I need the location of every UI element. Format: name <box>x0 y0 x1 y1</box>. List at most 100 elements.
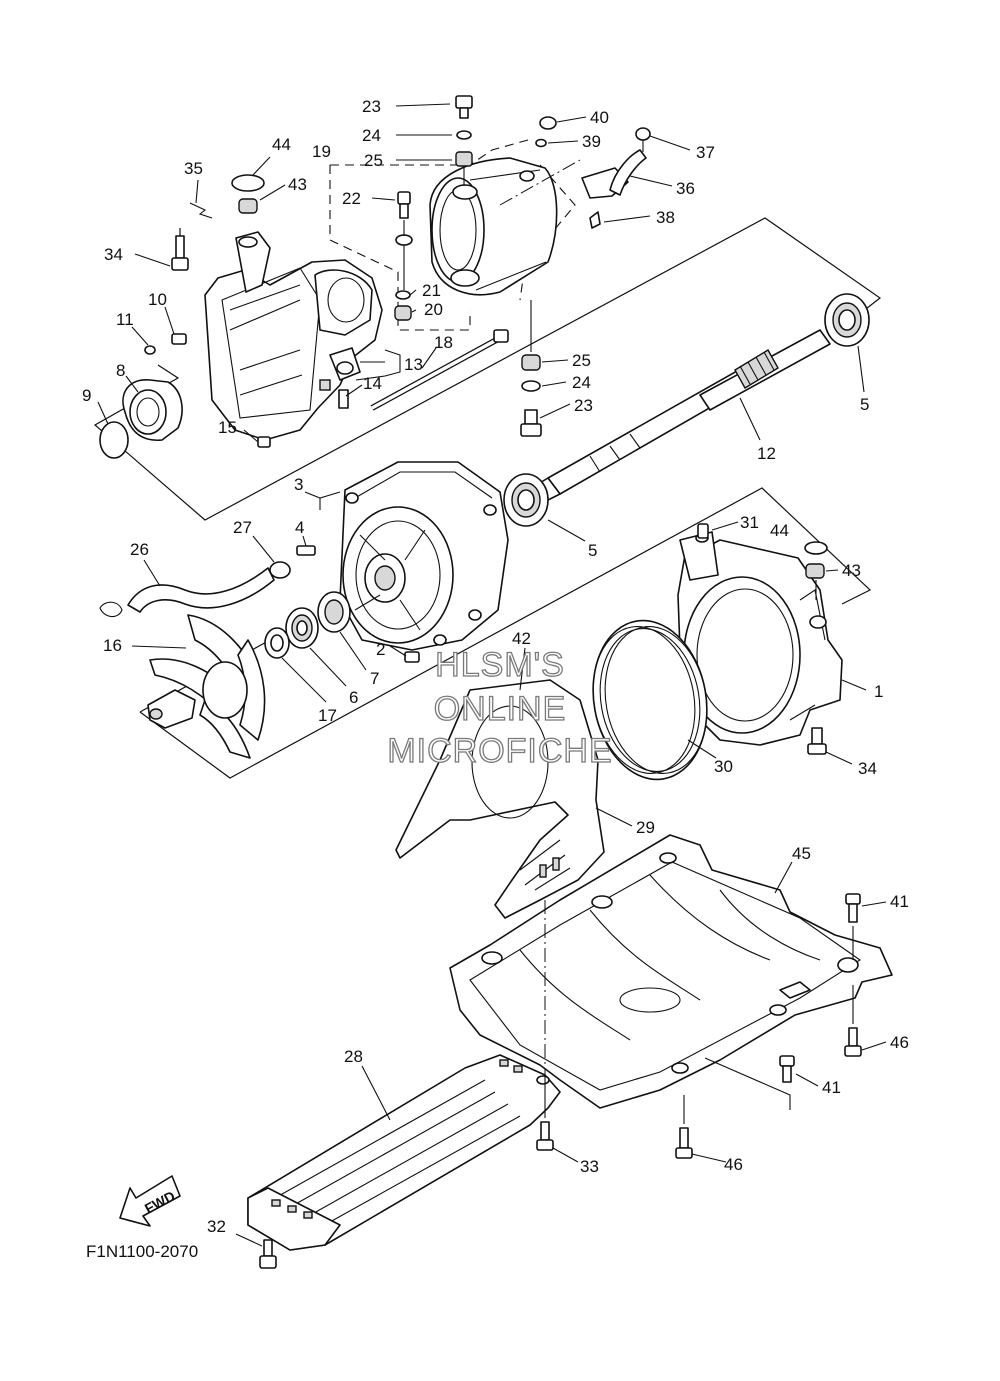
plate-29 <box>395 679 605 919</box>
bolt-41-mid <box>779 1055 795 1083</box>
callout-27: 27 <box>233 518 252 537</box>
group-19-dashed-box <box>329 165 471 331</box>
bolt-34-upper <box>175 235 185 259</box>
callout-5-lower: 5 <box>588 541 597 560</box>
cover-8 <box>122 379 183 441</box>
callout-45: 45 <box>792 844 811 863</box>
callout-6: 6 <box>349 688 358 707</box>
steering-nozzle <box>429 157 581 296</box>
callout-17: 17 <box>318 706 337 725</box>
bearing-5-lower <box>503 473 549 527</box>
watermark-line-1: HLSM'S <box>435 646 565 684</box>
callout-46-mid: 46 <box>724 1155 743 1174</box>
callout-10: 10 <box>148 290 167 309</box>
callout-25-lower: 25 <box>572 351 591 370</box>
ride-plate-45 <box>449 834 893 1109</box>
callout-25-upper: 25 <box>364 151 383 170</box>
callout-35: 35 <box>184 159 203 178</box>
fwd-arrow-icon: FWD <box>119 1175 181 1227</box>
callout-39: 39 <box>582 132 601 151</box>
callout-16: 16 <box>103 636 122 655</box>
pin-15 <box>257 436 271 448</box>
bolt-10 <box>171 333 187 345</box>
callout-21: 21 <box>422 281 441 300</box>
bolt-46-mid <box>675 1095 693 1159</box>
bolt-38 <box>589 211 601 229</box>
clamp-27 <box>269 561 291 579</box>
through-bolt-18 <box>370 329 509 411</box>
o-ring-9 <box>99 421 129 459</box>
callout-22: 22 <box>342 189 361 208</box>
middle-assembly-frame <box>139 487 872 779</box>
impeller-housing-3 <box>339 461 509 651</box>
bolt-4 <box>296 545 316 556</box>
callout-11: 11 <box>116 310 134 329</box>
callout-32: 32 <box>207 1217 226 1236</box>
washer-39 <box>535 138 547 148</box>
callout-34-lower: 34 <box>858 759 877 778</box>
bolt-41-right <box>845 893 861 960</box>
callout-40: 40 <box>590 108 609 127</box>
seal-44 <box>231 174 265 192</box>
callout-46-right: 46 <box>890 1033 909 1052</box>
callout-1: 1 <box>874 682 883 701</box>
leader-lines <box>97 103 887 1247</box>
callout-5-upper: 5 <box>860 395 869 414</box>
bolt-46-right <box>844 985 862 1057</box>
cap-nut-37 <box>635 127 651 141</box>
callout-13: 13 <box>404 355 423 374</box>
callout-38: 38 <box>656 208 675 227</box>
callout-3: 3 <box>294 475 303 494</box>
callout-42: 42 <box>512 629 531 648</box>
bolt-41-mid-lead <box>704 1057 791 1110</box>
callout-44-lower: 44 <box>770 521 789 540</box>
washer-11 <box>144 345 156 355</box>
callout-44-upper: 44 <box>272 135 291 154</box>
bolt-34-lower <box>811 727 823 745</box>
watermark-line-3: MICROFICHE <box>387 732 612 770</box>
callout-28: 28 <box>344 1047 363 1066</box>
callout-36: 36 <box>676 179 695 198</box>
callout-labels: 1 2 3 4 5 5 6 7 8 9 10 11 12 13 14 15 16… <box>82 97 909 1236</box>
callout-4: 4 <box>295 518 304 537</box>
callout-15: 15 <box>218 418 237 437</box>
callout-14: 14 <box>363 374 382 393</box>
clip-hose <box>99 601 123 618</box>
bearing-5-upper <box>824 293 870 347</box>
clip-35 <box>189 202 213 219</box>
arm-link <box>609 149 647 196</box>
group-19-dashed-box-top <box>330 139 529 166</box>
callout-43-lower: 43 <box>842 561 861 580</box>
callout-23-lower: 23 <box>574 396 593 415</box>
nut-40 <box>539 116 557 130</box>
callout-19: 19 <box>312 142 331 161</box>
callout-29: 29 <box>636 818 655 837</box>
intake-duct-1 <box>677 523 843 746</box>
nut-43-lower <box>805 563 825 579</box>
bolt-32 <box>259 1239 277 1269</box>
callout-30: 30 <box>714 757 733 776</box>
nut-43 <box>238 198 258 214</box>
bolt-stack-lower <box>520 300 542 437</box>
callout-2: 2 <box>376 640 385 659</box>
pin-31 <box>697 523 709 539</box>
nozzle-body <box>204 231 383 441</box>
bearing-6 <box>285 607 319 649</box>
watermark-line-2: ONLINE <box>434 690 567 728</box>
drive-shaft-12 <box>537 329 831 501</box>
callout-41-right: 41 <box>890 892 909 911</box>
watermark: HLSM'S ONLINE MICROFICHE <box>387 645 613 770</box>
callout-23-upper: 23 <box>362 97 381 116</box>
callout-34-upper: 34 <box>104 245 123 264</box>
callout-37: 37 <box>696 143 715 162</box>
diagram-code: F1N1100-2070 <box>86 1242 198 1261</box>
callout-24-upper: 24 <box>362 126 381 145</box>
callout-7: 7 <box>370 669 379 688</box>
callout-26: 26 <box>130 540 149 559</box>
callout-33: 33 <box>580 1157 599 1176</box>
callout-9: 9 <box>82 386 91 405</box>
callout-12: 12 <box>757 444 776 463</box>
callout-8: 8 <box>116 361 125 380</box>
